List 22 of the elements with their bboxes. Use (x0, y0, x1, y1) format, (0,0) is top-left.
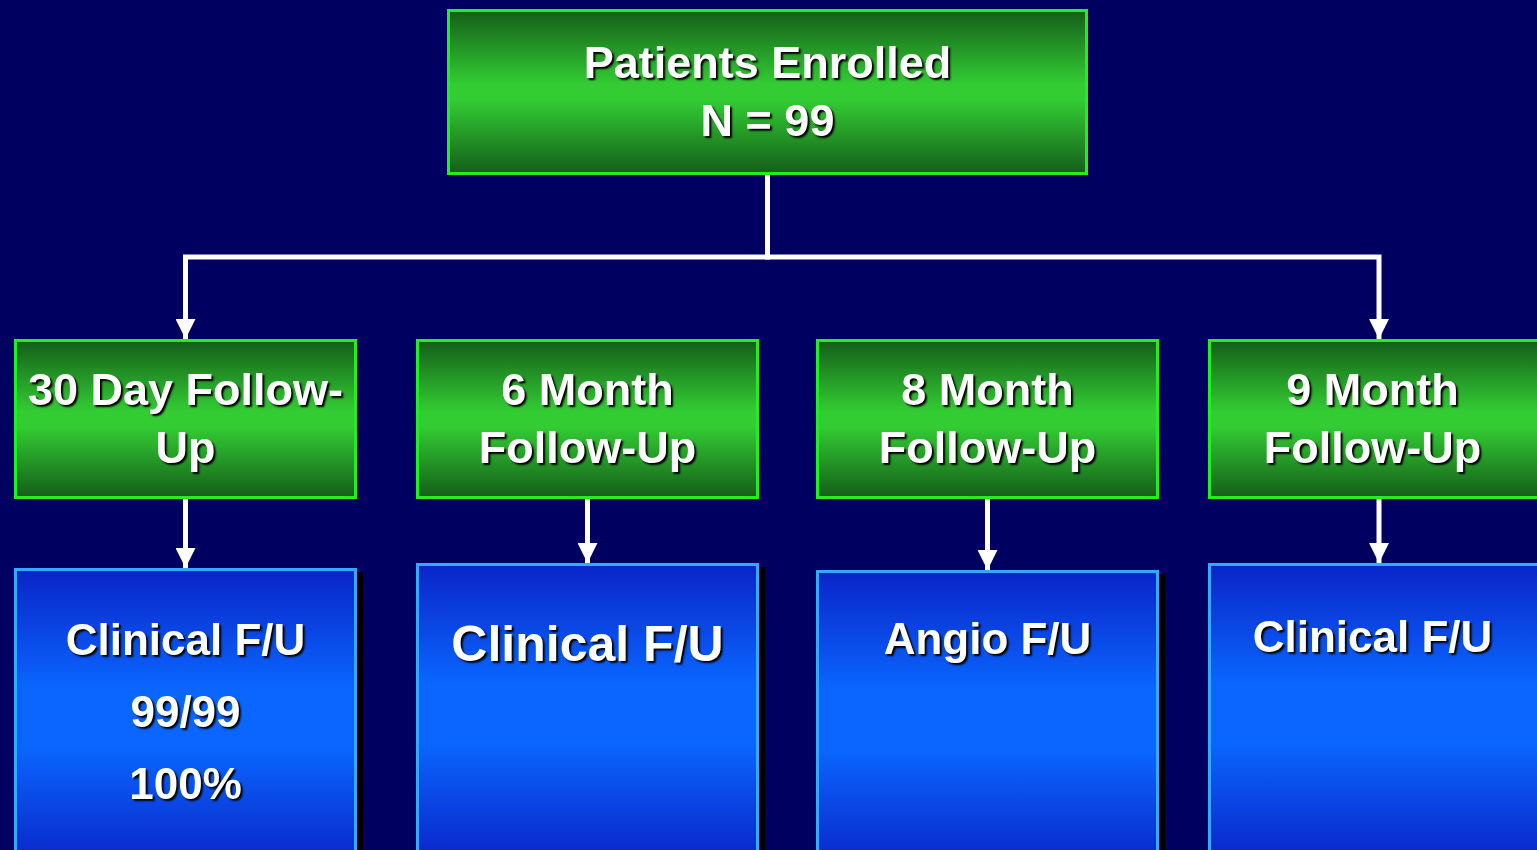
arrow (977, 499, 998, 570)
node-label: Clinical F/U (64, 614, 307, 666)
node-label: 6 Month Follow-Up (477, 363, 698, 475)
outcome-box (1208, 563, 1537, 850)
follow-up-box (416, 339, 759, 499)
node-label: 30 Day Follow-Up (26, 363, 345, 475)
enrollment-box (447, 9, 1088, 175)
arrow (577, 499, 598, 563)
follow-up-box (816, 339, 1159, 499)
follow-up-box (1208, 339, 1537, 499)
node-label: Patients Enrolled (582, 36, 953, 90)
arrow (1369, 499, 1389, 563)
node-label: Angio F/U (882, 613, 1093, 665)
node-label: 9 Month Follow-Up (1262, 363, 1483, 475)
node-label: 99/99 (129, 686, 242, 738)
follow-up-box (14, 339, 357, 499)
arrow (175, 499, 196, 568)
node-label: Clinical F/U (1251, 611, 1494, 663)
node-label: N = 99 (699, 94, 836, 148)
node-label: 8 Month Follow-Up (877, 363, 1098, 475)
node-label: 100% (128, 758, 243, 810)
node-label: Clinical F/U (450, 615, 725, 674)
